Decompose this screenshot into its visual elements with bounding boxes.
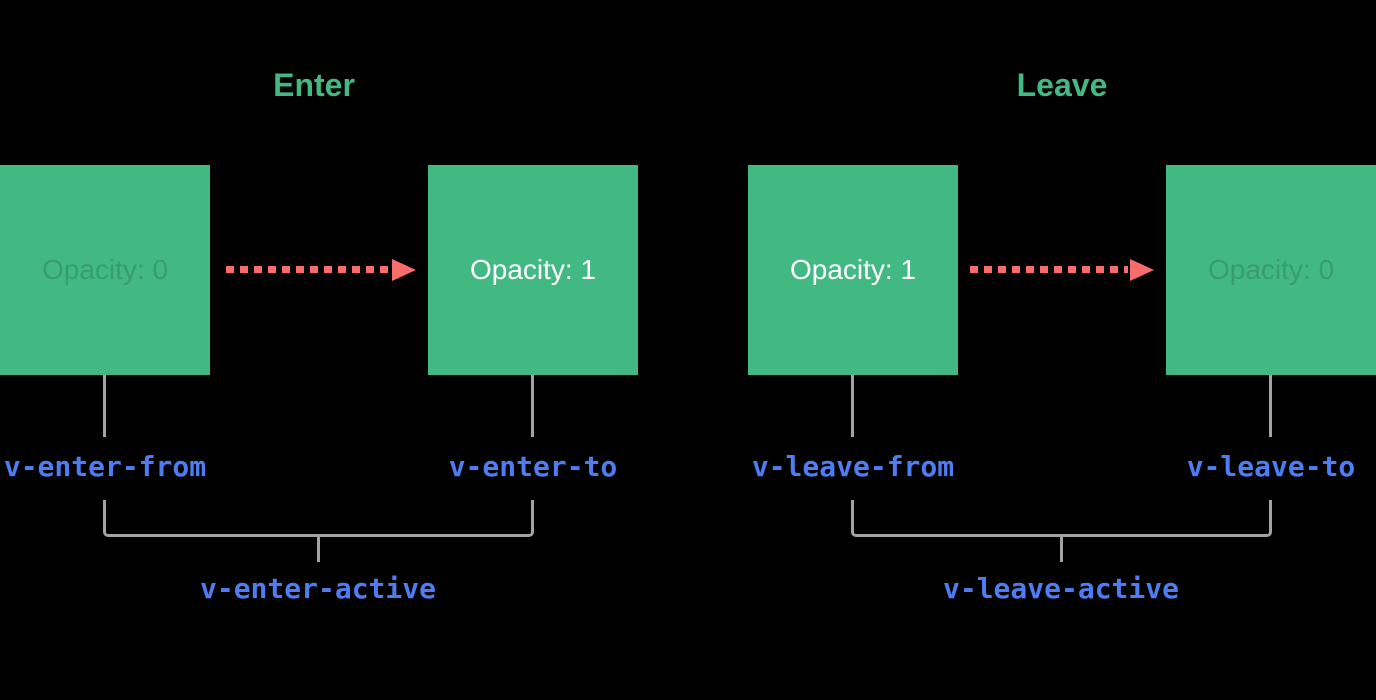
dashed-arrow-line: [226, 266, 388, 273]
section-title: Leave: [1016, 67, 1108, 103]
bracket-line: [103, 500, 534, 537]
box-opacity-label: Opacity: 1: [789, 254, 917, 285]
box-opacity-label: Opacity: 0: [41, 254, 169, 285]
section-leave: Leave Opacity: 1 Opacity: 0 v-leave-from…: [748, 0, 1376, 700]
bracket-line: [851, 500, 1272, 537]
class-label-to: v-enter-to: [448, 450, 618, 483]
bracket-drop-line: [1060, 535, 1063, 562]
bracket-drop-line: [317, 535, 320, 562]
dashed-arrow-line: [970, 266, 1128, 273]
class-label-active: v-leave-active: [942, 572, 1179, 605]
connector-line-from: [103, 375, 106, 437]
class-label-to: v-leave-to: [1186, 450, 1356, 483]
leave-from-box: Opacity: 1: [748, 165, 958, 375]
class-label-from: v-enter-from: [3, 450, 207, 483]
connector-line-from: [851, 375, 854, 437]
box-opacity-label: Opacity: 0: [1207, 254, 1335, 285]
connector-line-to: [1269, 375, 1272, 437]
section-enter: Enter Opacity: 0 Opacity: 1 v-enter-from…: [0, 0, 638, 700]
leave-to-box: Opacity: 0: [1166, 165, 1376, 375]
box-opacity-label: Opacity: 1: [469, 254, 597, 285]
enter-to-box: Opacity: 1: [428, 165, 638, 375]
class-label-active: v-enter-active: [199, 572, 436, 605]
connector-line-to: [531, 375, 534, 437]
arrow-head-icon: [392, 259, 416, 281]
enter-from-box: Opacity: 0: [0, 165, 210, 375]
section-title: Enter: [273, 67, 355, 103]
arrow-head-icon: [1130, 259, 1154, 281]
class-label-from: v-leave-from: [751, 450, 955, 483]
